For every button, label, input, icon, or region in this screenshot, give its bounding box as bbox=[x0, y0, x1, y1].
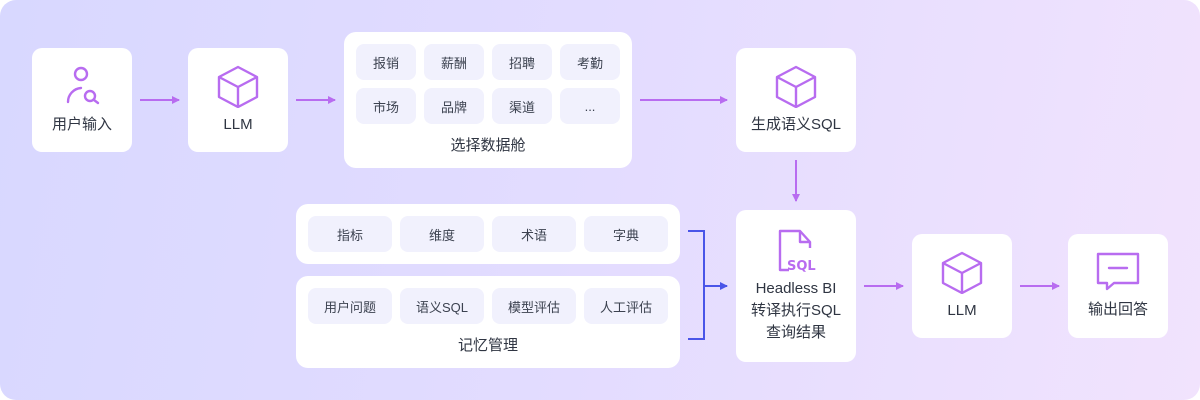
chip-data-cabin: ... bbox=[560, 88, 620, 124]
node-label: Headless BI bbox=[755, 280, 837, 297]
group-label-memory: 记忆管理 bbox=[457, 337, 518, 354]
node-data-cabin: 报销 薪酬 招聘 考勤 市场 品牌 渠道 ... 选择数据舱 bbox=[344, 32, 632, 168]
node-label: LLM bbox=[947, 302, 977, 319]
node-generate-sql: 生成语义SQL bbox=[736, 48, 856, 152]
chip-data-cabin: 市场 bbox=[356, 88, 416, 124]
chip-data-cabin: 考勤 bbox=[560, 44, 620, 80]
user-search-icon bbox=[66, 66, 100, 105]
node-user-input: 用户输入 bbox=[32, 48, 132, 152]
node-label: 输出回答 bbox=[1087, 301, 1148, 318]
node-label: 查询结果 bbox=[765, 324, 826, 341]
chip-knowledge: 指标 bbox=[308, 216, 392, 252]
node-llm-1: LLM bbox=[188, 48, 288, 152]
chip-memory: 人工评估 bbox=[584, 288, 668, 324]
chat-icon bbox=[1096, 252, 1140, 291]
node-llm-2: LLM bbox=[912, 234, 1012, 338]
sql-file-icon: SQL bbox=[778, 229, 816, 274]
chip-knowledge: 术语 bbox=[492, 216, 576, 252]
cube-icon bbox=[775, 65, 817, 108]
chip-memory: 语义SQL bbox=[400, 288, 484, 324]
chip-knowledge: 维度 bbox=[400, 216, 484, 252]
chip-data-cabin: 薪酬 bbox=[424, 44, 484, 80]
chip-data-cabin: 渠道 bbox=[492, 88, 552, 124]
node-label: LLM bbox=[223, 116, 253, 133]
node-knowledge: 指标 维度 术语 字典 bbox=[296, 204, 680, 264]
bracket-memory-to-bi bbox=[688, 230, 705, 340]
node-output: 输出回答 bbox=[1068, 234, 1168, 338]
cube-icon bbox=[217, 65, 259, 108]
node-headless-bi: SQL Headless BI 转译执行SQL 查询结果 bbox=[736, 210, 856, 362]
node-label: 转译执行SQL bbox=[750, 302, 841, 319]
chip-data-cabin: 招聘 bbox=[492, 44, 552, 80]
chip-data-cabin: 报销 bbox=[356, 44, 416, 80]
node-label: 用户输入 bbox=[51, 116, 112, 133]
chip-memory: 模型评估 bbox=[492, 288, 576, 324]
node-label: 生成语义SQL bbox=[750, 116, 841, 133]
cube-icon bbox=[941, 251, 983, 294]
chip-memory: 用户问题 bbox=[308, 288, 392, 324]
node-memory: 用户问题 语义SQL 模型评估 人工评估 记忆管理 bbox=[296, 276, 680, 368]
svg-text:SQL: SQL bbox=[787, 259, 816, 274]
chip-knowledge: 字典 bbox=[584, 216, 668, 252]
group-label-data-cabin: 选择数据舱 bbox=[450, 137, 526, 154]
chip-data-cabin: 品牌 bbox=[424, 88, 484, 124]
